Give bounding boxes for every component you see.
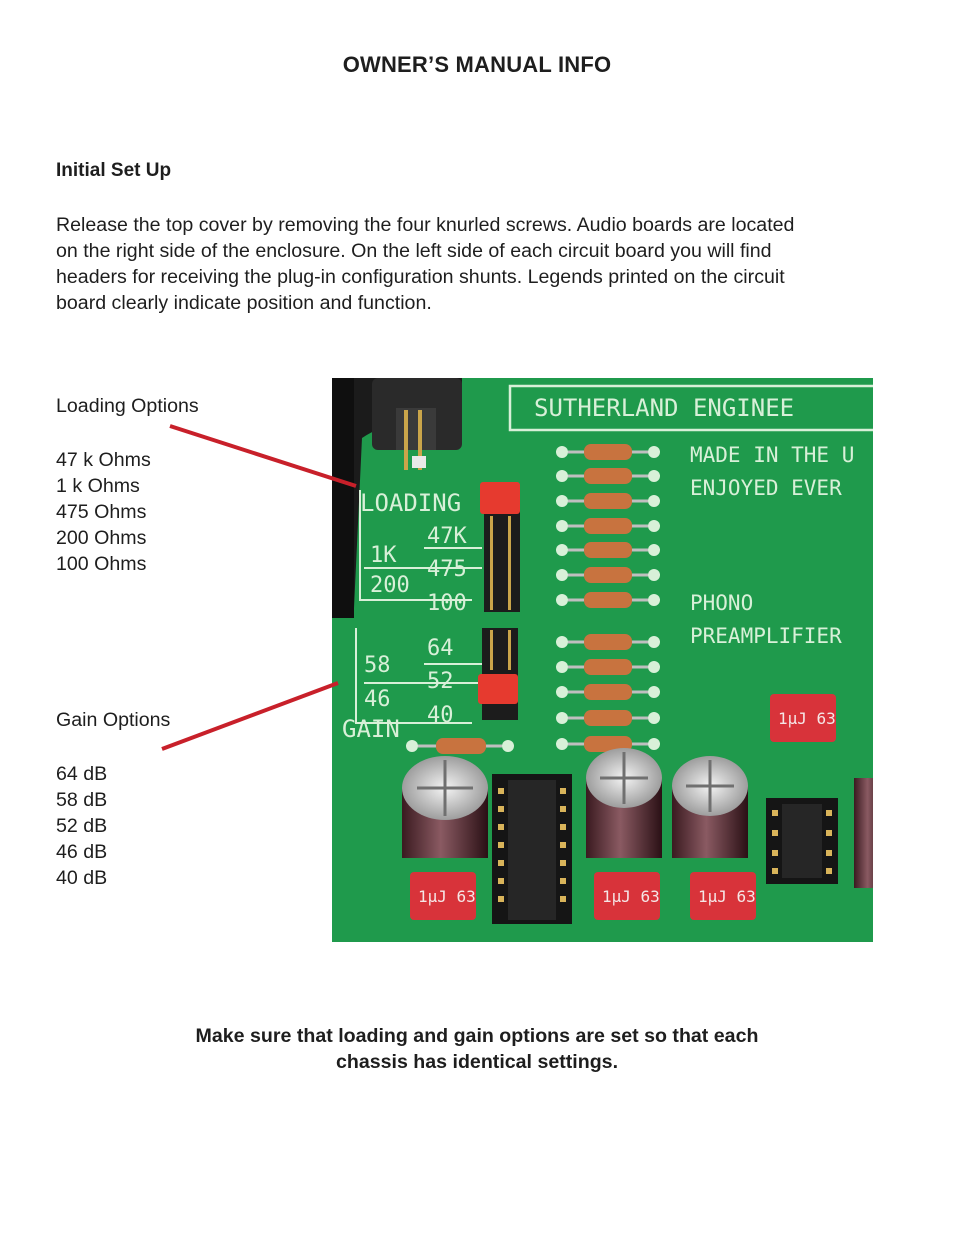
board-load-475: 475: [427, 557, 467, 582]
loading-option: 100 Ohms: [56, 553, 147, 575]
gain-options-list: 64 dB 58 dB 52 dB 46 dB 40 dB: [56, 761, 107, 891]
board-loading-label: LOADING: [360, 489, 461, 517]
intro-line: headers for receiving the plug-in config…: [56, 266, 785, 288]
page-title: OWNER’S MANUAL INFO: [342, 52, 612, 77]
loading-option: 1 k Ohms: [56, 475, 140, 497]
gain-leader-line: [161, 681, 339, 751]
cap-label: 1µJ 63: [698, 887, 756, 906]
gain-jumper-shunt: [478, 674, 518, 704]
circuit-board-photo: SUTHERLAND ENGINEE MADE IN THE U ENJOYED…: [332, 378, 873, 942]
loading-option: 200 Ohms: [56, 527, 147, 549]
board-gain-46: 46: [364, 687, 391, 712]
settings-note: Make sure that loading and gain options …: [0, 1023, 954, 1075]
loading-options-list: 47 k Ohms 1 k Ohms 475 Ohms 200 Ohms 100…: [56, 447, 151, 577]
electrolytic-capacitor: [672, 756, 748, 858]
loading-option: 47 k Ohms: [56, 449, 151, 471]
gain-option: 64 dB: [56, 763, 108, 785]
board-enjoyed-text: ENJOYED EVER: [690, 476, 842, 500]
gain-option: 58 dB: [56, 789, 108, 811]
intro-line: board clearly indicate position and func…: [56, 292, 432, 314]
board-made-in-text: MADE IN THE U: [690, 443, 854, 467]
loading-leader-line: [169, 424, 357, 488]
electrolytic-capacitor: [402, 756, 488, 858]
loading-jumper-shunt: [480, 482, 520, 514]
section-heading: Initial Set Up: [56, 160, 172, 181]
gain-option: 40 dB: [56, 867, 108, 889]
film-capacitor: 1µJ 63: [770, 694, 836, 742]
note-line: Make sure that loading and gain options …: [195, 1025, 759, 1047]
ic-socket-dip8: [766, 798, 838, 884]
film-capacitor: 1µJ 63: [410, 872, 476, 920]
intro-line: on the right side of the enclosure. On t…: [56, 240, 772, 262]
board-gain-40: 40: [427, 703, 454, 728]
intro-line: Release the top cover by removing the fo…: [56, 214, 795, 236]
intro-paragraph: Release the top cover by removing the fo…: [56, 212, 906, 316]
board-brand-text: SUTHERLAND ENGINEE: [534, 394, 794, 422]
board-load-200: 200: [370, 573, 410, 598]
gain-option: 46 dB: [56, 841, 108, 863]
note-line: chassis has identical settings.: [335, 1051, 619, 1073]
electrolytic-capacitor: [586, 748, 662, 858]
film-capacitor: 1µJ 63: [690, 872, 756, 920]
resistor-array: [406, 444, 660, 754]
circuit-board-illustration: SUTHERLAND ENGINEE MADE IN THE U ENJOYED…: [332, 378, 873, 942]
board-gain-64: 64: [427, 636, 454, 661]
film-capacitor: 1µJ 63: [594, 872, 660, 920]
board-product-line2: PREAMPLIFIER: [690, 624, 842, 648]
ic-socket-dip16: [492, 774, 572, 924]
cap-label: 1µJ 63: [778, 709, 836, 728]
board-gain-52: 52: [427, 669, 454, 694]
loading-options-heading: Loading Options: [56, 395, 199, 417]
gain-options-heading: Gain Options: [56, 709, 171, 731]
board-gain-58: 58: [364, 653, 391, 678]
cap-label: 1µJ 63: [418, 887, 476, 906]
board-load-47k: 47K: [427, 524, 467, 549]
gain-option: 52 dB: [56, 815, 108, 837]
board-load-1k: 1K: [370, 543, 397, 568]
board-product-line1: PHONO: [690, 591, 753, 615]
board-gain-label: GAIN: [342, 715, 400, 743]
loading-option: 475 Ohms: [56, 501, 147, 523]
board-load-100: 100: [427, 591, 467, 616]
cap-label: 1µJ 63: [602, 887, 660, 906]
